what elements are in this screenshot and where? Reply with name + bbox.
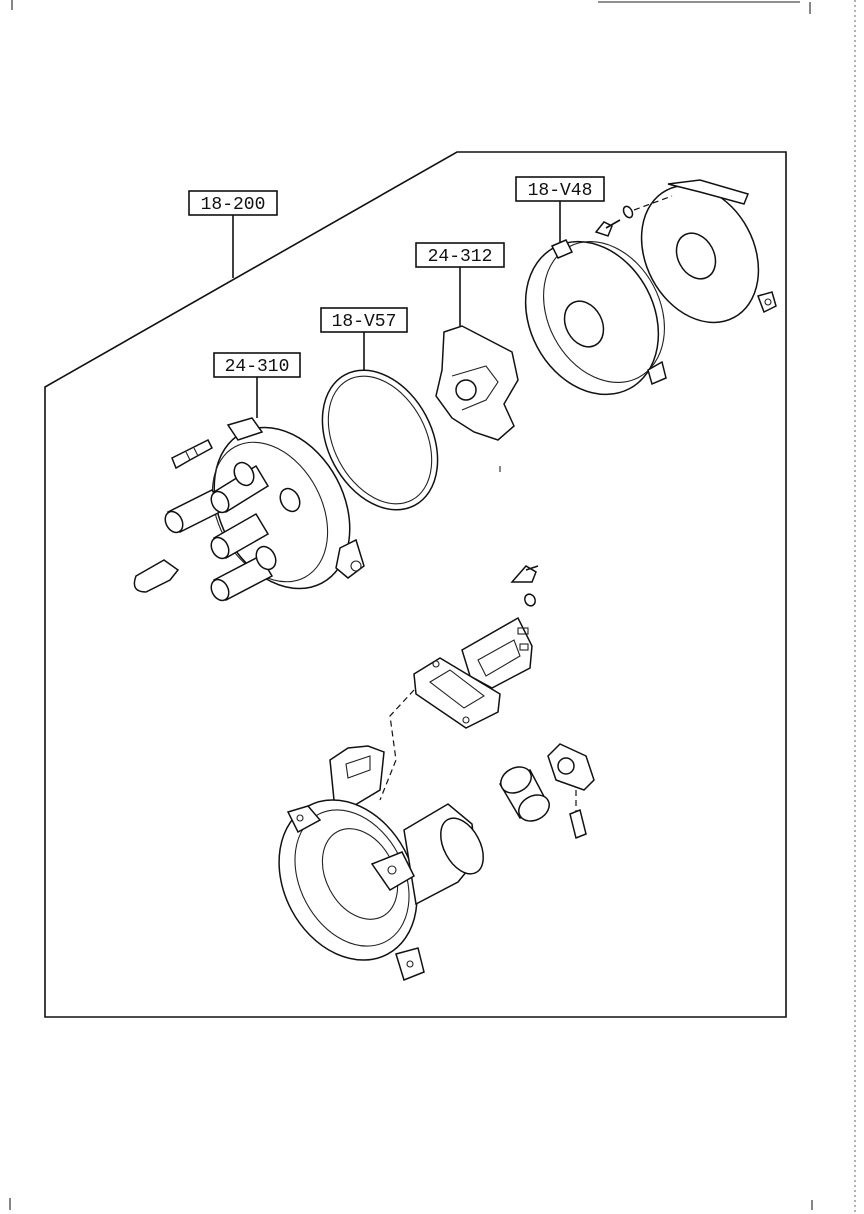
alignment-line xyxy=(379,689,415,801)
callout-assembly: 18-200 xyxy=(188,190,278,278)
shaft-bushing xyxy=(498,766,550,822)
callout-cover: 18-V48 xyxy=(515,176,605,250)
distributor-cap xyxy=(133,417,365,602)
callout-oring-label: 18-V57 xyxy=(332,312,397,332)
o-ring xyxy=(321,369,439,511)
callout-cap-label: 24-310 xyxy=(225,357,290,377)
drive-coupling xyxy=(547,743,595,840)
housing-cover xyxy=(524,239,667,396)
cover-screw xyxy=(594,195,673,237)
distributor-housing xyxy=(278,745,484,981)
module-screw xyxy=(510,565,539,607)
cap-screw xyxy=(171,438,213,470)
outer-seal-cover xyxy=(640,179,777,324)
callout-rotor-label: 24-312 xyxy=(428,247,493,267)
cap-boot xyxy=(133,559,180,593)
callout-oring: 18-V57 xyxy=(320,307,408,378)
page-edge-marks xyxy=(9,0,856,1214)
callout-cap: 24-310 xyxy=(213,352,301,418)
callout-assembly-label: 18-200 xyxy=(201,195,266,215)
cap-towers xyxy=(164,461,301,602)
assembly-frame xyxy=(44,151,787,1018)
rotor xyxy=(435,325,519,472)
callout-cover-label: 18-V48 xyxy=(528,181,593,201)
module-gasket xyxy=(413,657,501,729)
callout-rotor: 24-312 xyxy=(415,242,505,326)
